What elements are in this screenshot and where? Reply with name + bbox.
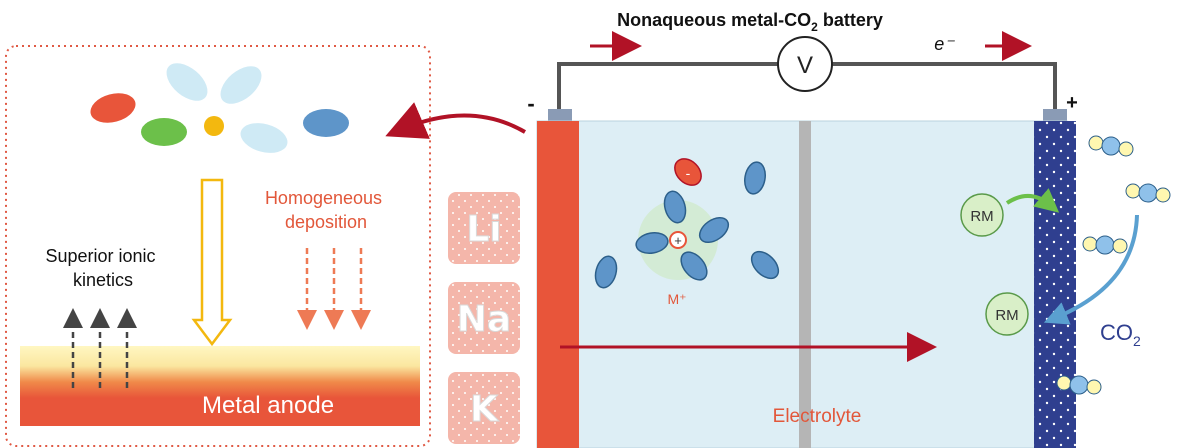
metal-anode-slab — [20, 346, 420, 426]
positive-terminal — [1043, 109, 1067, 123]
deposition-arrow — [191, 178, 233, 347]
metal-options: Li Na K — [448, 192, 520, 444]
cation-label: M⁺ — [667, 291, 686, 307]
solvent-molecule — [220, 66, 262, 104]
deposition-label: Homogeneous deposition — [265, 188, 387, 232]
solvent-molecule — [698, 216, 730, 244]
metal-label-k: K — [470, 389, 499, 430]
deposition-label-line2: deposition — [285, 212, 367, 232]
solvent-molecule — [166, 63, 208, 101]
co2-molecules: CO2 — [1056, 135, 1171, 395]
additive-molecule — [141, 118, 187, 146]
kinetics-label: Superior ionic kinetics — [45, 246, 160, 290]
redox-mediators: RM RM — [960, 188, 1139, 336]
anion-sign: - — [686, 165, 691, 181]
circuit-wire-right — [832, 62, 1057, 112]
mediator-arrow — [1005, 188, 1060, 213]
co2-label-subscript: 2 — [1133, 333, 1141, 349]
electron-label: e⁻ — [934, 34, 955, 54]
cation-sign: + — [674, 233, 682, 248]
redox-mediator — [960, 193, 1004, 237]
circuit-wire — [557, 62, 778, 112]
solvent-molecule — [680, 251, 708, 281]
cation — [669, 231, 687, 249]
solvent-molecule — [744, 161, 766, 195]
electrolyte-label: Electrolyte — [773, 406, 862, 427]
redox-mediator — [985, 292, 1029, 336]
solvent-molecule — [635, 232, 669, 254]
cathode-porous-texture — [1034, 121, 1076, 448]
solvent-molecule — [594, 255, 618, 289]
kinetics-label-line2: kinetics — [73, 270, 133, 290]
co2-label-main: CO — [1100, 320, 1133, 345]
separator — [799, 121, 811, 448]
anion-molecule — [90, 93, 136, 123]
negative-sign: - — [527, 91, 534, 116]
metal-anode-electrode — [537, 121, 579, 448]
co2-molecule — [1125, 183, 1171, 203]
co2-molecule — [1088, 135, 1134, 157]
anion — [674, 158, 702, 186]
metal-anode-label: Metal anode — [202, 392, 334, 419]
co2-label: CO2 — [1100, 320, 1141, 349]
external-circuit: V e⁻ - + — [527, 31, 1078, 123]
co2-molecule — [1056, 375, 1102, 395]
voltmeter-label: V — [797, 52, 813, 79]
solvent-molecule — [663, 190, 687, 224]
voltmeter — [777, 36, 833, 92]
deposition-label-line1: Homogeneous — [265, 188, 382, 208]
title-tail: battery — [818, 10, 883, 30]
inset-panel: Metal anode Superior ionic kinetics Homo… — [5, 45, 431, 447]
negative-terminal — [548, 109, 572, 123]
solvent-molecule — [303, 109, 349, 137]
solvent-molecule — [750, 250, 780, 280]
metal-label-na: Na — [457, 299, 511, 340]
cell: Electrolyte - + M⁺ RM RM — [536, 120, 1171, 448]
redox-mediator-label: RM — [995, 307, 1018, 324]
positive-sign: + — [1066, 92, 1078, 114]
co2-molecule — [1082, 235, 1128, 255]
metal-label-li: Li — [466, 209, 501, 250]
zoom-arrow — [385, 102, 527, 139]
kinetics-label-line1: Superior ionic — [45, 246, 155, 266]
diagram-title: Nonaqueous metal-CO2 battery — [617, 10, 883, 34]
co2-reduction-arrow — [1043, 214, 1139, 325]
redox-mediator-label: RM — [970, 208, 993, 225]
solvent-molecule — [240, 123, 288, 153]
title-subscript: 2 — [811, 20, 818, 34]
metal-cation — [204, 116, 224, 136]
solvated-cation: - + M⁺ — [594, 158, 780, 307]
title-main: Nonaqueous metal-CO — [617, 10, 811, 30]
